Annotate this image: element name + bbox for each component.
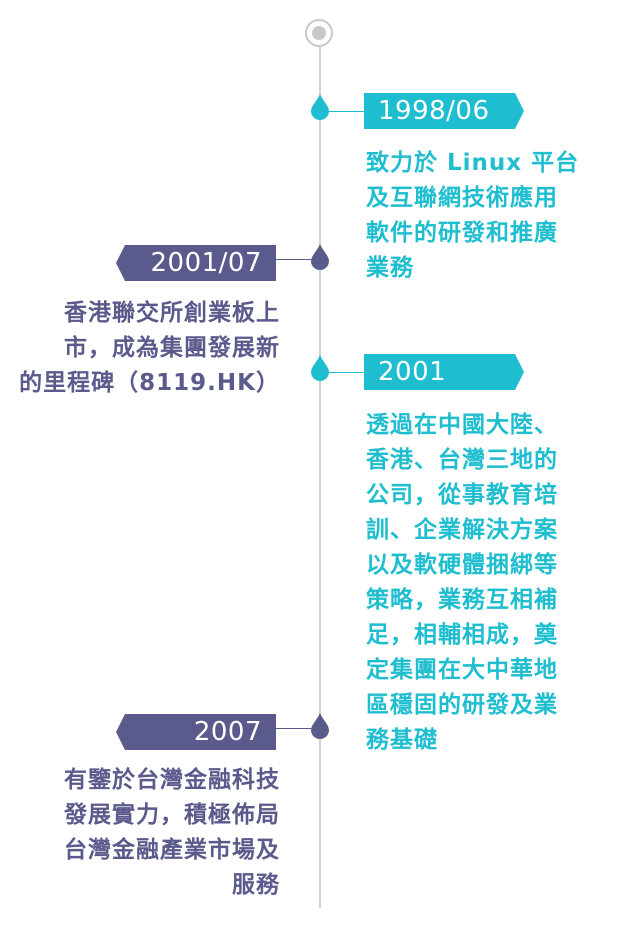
event-4-description: 有鑒於台灣金融科技 發展實力，積極佈局 台灣金融產業市場及 服務 xyxy=(64,763,280,903)
event-2-line: 香港聯交所創業板上 xyxy=(64,300,280,326)
event-1-marker-icon xyxy=(311,94,329,120)
event-2-marker-icon xyxy=(311,244,329,270)
event-1-line: 業務 xyxy=(366,255,414,281)
event-2-line: 市，成為集團發展新 xyxy=(64,335,280,361)
event-1-line: 致力於 Linux 平台 xyxy=(366,150,580,176)
event-1-description: 致力於 Linux 平台 及互聯網技術應用 軟件的研發和推廣 業務 xyxy=(366,146,579,286)
event-3-date: 2001 xyxy=(378,357,447,387)
event-1-connector xyxy=(329,111,365,112)
event-3-line: 香港、台灣三地的 xyxy=(366,447,558,473)
event-3-line: 以及軟硬體捆綁等 xyxy=(366,552,558,578)
event-3-marker-icon xyxy=(311,355,329,381)
event-1-line: 及互聯網技術應用 xyxy=(366,185,558,211)
event-3-line: 區穩固的研發及業 xyxy=(366,692,558,718)
event-4-connector xyxy=(275,728,311,729)
event-1-date: 1998/06 xyxy=(378,96,490,126)
timeline-axis xyxy=(319,47,321,908)
event-4-line: 發展實力，積極佈局 xyxy=(64,802,280,828)
event-4-line: 有鑒於台灣金融科技 xyxy=(64,767,280,793)
event-3-date-badge: 2001 xyxy=(364,354,524,390)
event-2-date: 2001/07 xyxy=(150,248,262,278)
event-4-marker-icon xyxy=(311,713,329,739)
timeline-start-dot xyxy=(312,26,326,40)
event-2-date-badge: 2001/07 xyxy=(116,245,276,281)
event-4-line: 台灣金融產業市場及 xyxy=(64,837,280,863)
event-1-date-badge: 1998/06 xyxy=(364,93,524,129)
event-3-description: 透過在中國大陸、 香港、台灣三地的 公司，從事教育培 訓、企業解決方案 以及軟硬… xyxy=(366,408,558,758)
event-3-line: 公司，從事教育培 xyxy=(366,482,558,508)
event-2-line: 的里程碑（8119.HK） xyxy=(19,370,280,396)
event-3-line: 足，相輔相成，奠 xyxy=(366,622,558,648)
event-4-date: 2007 xyxy=(193,717,262,747)
event-3-line: 策略，業務互相補 xyxy=(366,587,558,613)
event-3-line: 務基礎 xyxy=(366,727,438,753)
event-3-connector xyxy=(329,372,365,373)
event-3-line: 訓、企業解決方案 xyxy=(366,517,558,543)
event-2-description: 香港聯交所創業板上 市，成為集團發展新 的里程碑（8119.HK） xyxy=(19,296,280,401)
event-4-line: 服務 xyxy=(232,872,280,898)
event-3-line: 定集團在大中華地 xyxy=(366,657,558,683)
event-1-line: 軟件的研發和推廣 xyxy=(366,220,558,246)
timeline-start-marker xyxy=(305,19,333,47)
event-4-date-badge: 2007 xyxy=(116,714,276,750)
event-3-line: 透過在中國大陸、 xyxy=(366,412,558,438)
event-2-connector xyxy=(275,259,311,260)
